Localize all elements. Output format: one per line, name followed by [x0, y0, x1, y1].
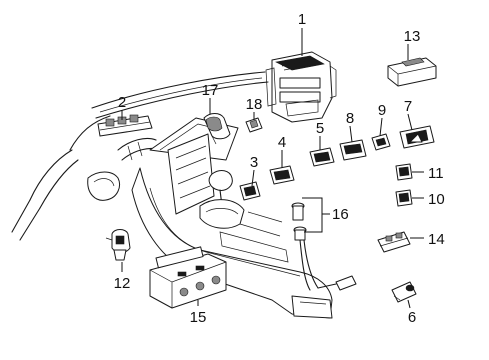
part-4-switch [269, 165, 295, 185]
part-9-switch [371, 133, 391, 151]
callout-3: 3 [250, 154, 258, 171]
callout-4: 4 [278, 134, 286, 151]
part-5-switch [309, 147, 335, 167]
leader-lines [121, 28, 424, 309]
part-6-sensor [391, 281, 417, 303]
part-2-switch-bank [97, 114, 153, 137]
part-3-switch [239, 181, 261, 201]
callout-7: 7 [404, 98, 412, 115]
part-17-combo-switch [203, 113, 231, 145]
part-15-climate-control [149, 246, 227, 309]
callout-8: 8 [346, 110, 354, 127]
callout-5: 5 [316, 120, 324, 137]
callout-13: 13 [404, 28, 421, 45]
callout-16: 16 [332, 206, 349, 223]
callout-9: 9 [378, 102, 386, 119]
callout-17: 17 [202, 82, 219, 99]
part-8-switch [339, 139, 367, 161]
callout-6: 6 [408, 309, 416, 326]
part-18-switch [245, 117, 263, 133]
part-7-hazard-switch [399, 125, 435, 149]
part-16-lighter-socket [291, 202, 357, 291]
callout-14: 14 [428, 231, 445, 248]
callout-15: 15 [190, 309, 207, 326]
part-13-module [387, 57, 437, 87]
callout-18: 18 [246, 96, 263, 113]
part-1-center-bezel [265, 51, 337, 123]
callout-10: 10 [428, 191, 445, 208]
callout-11: 11 [428, 165, 444, 182]
part-14-switch-panel [377, 231, 411, 253]
part-12-connector [105, 229, 131, 261]
callout-12: 12 [114, 275, 131, 292]
callout-labels: 1 2 3 4 5 6 7 8 9 10 11 12 13 14 15 16 1… [114, 11, 445, 326]
part-10-switch [395, 189, 413, 207]
callout-2: 2 [118, 94, 126, 111]
part-11-switch [395, 163, 413, 181]
callout-1: 1 [298, 11, 306, 28]
